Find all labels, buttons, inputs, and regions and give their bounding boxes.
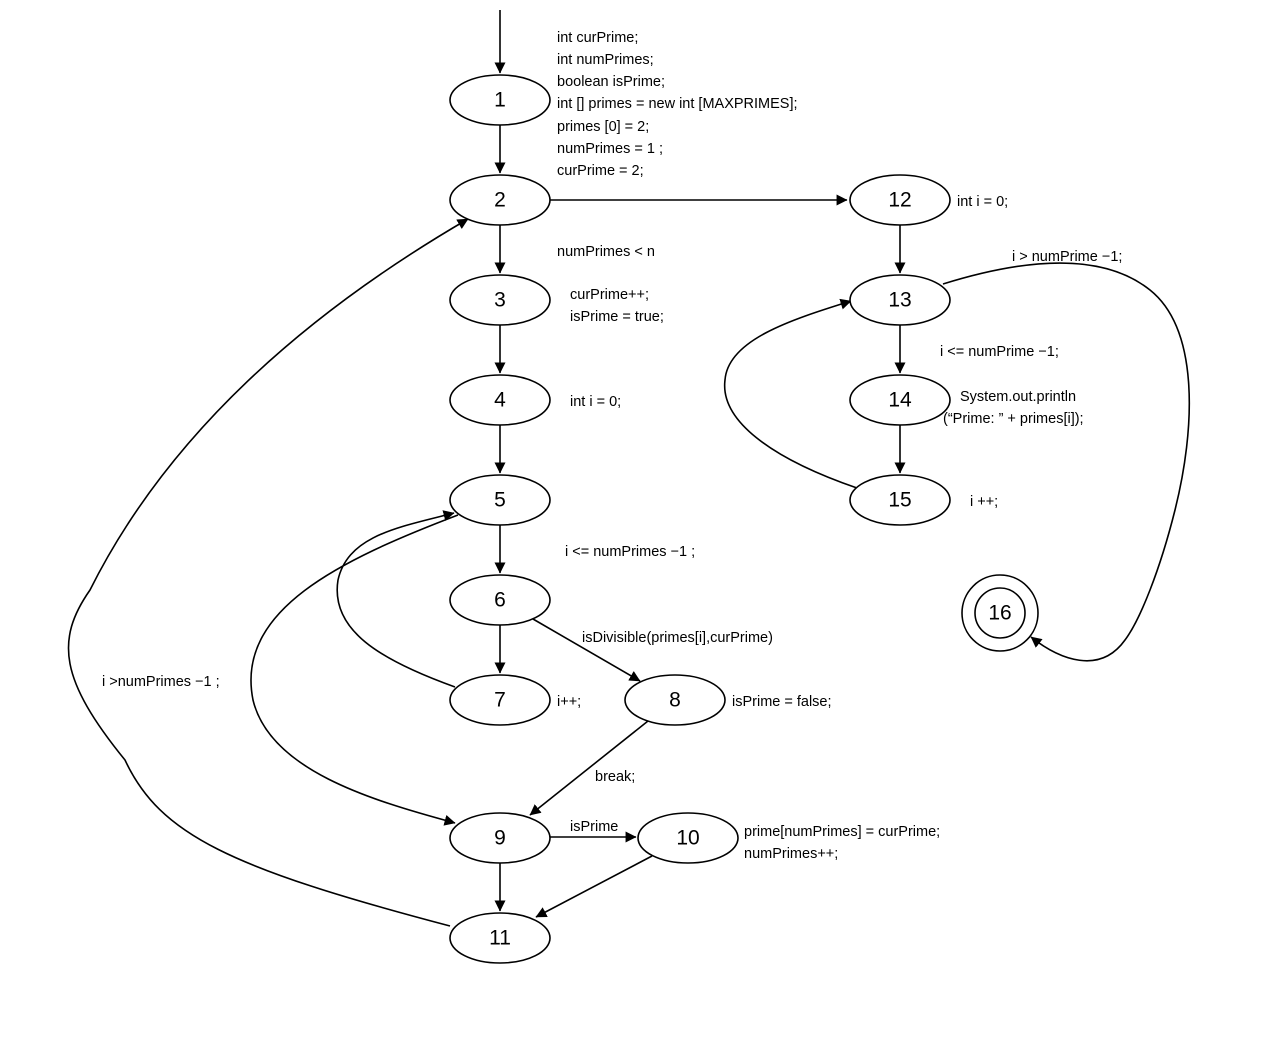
node-2-label: 2 [494, 189, 506, 212]
edges [67, 10, 1191, 927]
node-10: 10 [637, 812, 739, 864]
node-9-label: 9 [494, 827, 506, 850]
node-4: 4 [449, 374, 551, 426]
edge-label-2-3: numPrimes < n [557, 244, 655, 260]
code-n12-line1: int i = 0; [957, 194, 1008, 210]
node-3-label: 3 [494, 289, 506, 312]
code-n3-line2: isPrime = true; [570, 309, 664, 325]
code-n15-line1: i ++; [970, 494, 998, 510]
edge-label-9-10: isPrime [570, 819, 618, 835]
node-5-label: 5 [494, 489, 506, 512]
edge-label-6-8: isDivisible(primes[i],curPrime) [582, 630, 773, 646]
code-n14-line1: System.out.println [960, 389, 1076, 405]
edge-15-13 [723, 298, 858, 489]
code-annotations: int curPrime; int numPrimes; boolean isP… [557, 30, 1084, 862]
node-1: 1 [449, 74, 551, 126]
node-4-label: 4 [494, 389, 506, 412]
edge-8-9 [529, 720, 649, 816]
node-7: 7 [449, 674, 551, 726]
code-n1-line5: primes [0] = 2; [557, 119, 649, 135]
node-7-label: 7 [494, 689, 506, 712]
node-13: 13 [849, 274, 951, 326]
node-14: 14 [849, 374, 951, 426]
node-6: 6 [449, 574, 551, 626]
edge-label-11-2: i >numPrimes −1 ; [102, 674, 220, 690]
nodes: 1 2 3 4 5 6 7 8 9 10 11 12 13 14 15 16 [449, 74, 1039, 964]
code-n1-line3: boolean isPrime; [557, 74, 665, 90]
node-12: 12 [849, 174, 951, 226]
code-n10-line2: numPrimes++; [744, 846, 838, 862]
code-n7-line1: i++; [557, 694, 581, 710]
edge-labels: numPrimes < n i <= numPrimes −1 ; isDivi… [102, 244, 1122, 835]
code-n4-line1: int i = 0; [570, 394, 621, 410]
edge-10-11 [535, 855, 653, 918]
node-16-label: 16 [988, 602, 1011, 625]
code-n8-line1: isPrime = false; [732, 694, 832, 710]
node-11: 11 [449, 912, 551, 964]
edge-label-8-9: break; [595, 769, 635, 785]
node-3: 3 [449, 274, 551, 326]
edge-6-8 [532, 618, 641, 682]
node-13-label: 13 [888, 289, 911, 312]
edge-label-13-14: i <= numPrime −1; [940, 344, 1059, 360]
code-n1-line1: int curPrime; [557, 30, 638, 46]
node-6-label: 6 [494, 589, 506, 612]
edge-5-9 [250, 514, 459, 826]
code-n1-line2: int numPrimes; [557, 52, 654, 68]
code-n1-line4: int [] primes = new int [MAXPRIMES]; [557, 96, 798, 112]
node-2: 2 [449, 174, 551, 226]
code-n14-line2: (“Prime: ” + primes[i]); [943, 411, 1084, 427]
node-10-label: 10 [676, 827, 699, 850]
code-n1-line6: numPrimes = 1 ; [557, 141, 663, 157]
node-15-label: 15 [888, 489, 911, 512]
edge-label-5-6: i <= numPrimes −1 ; [565, 544, 695, 560]
code-n10-line1: prime[numPrimes] = curPrime; [744, 824, 940, 840]
node-11-label: 11 [489, 927, 511, 950]
code-n1-line7: curPrime = 2; [557, 163, 644, 179]
node-14-label: 14 [888, 389, 912, 412]
edge-11-2 [67, 218, 469, 927]
edge-13-16 [942, 262, 1191, 662]
node-8: 8 [624, 674, 726, 726]
node-1-label: 1 [494, 89, 506, 112]
node-16-final: 16 [961, 574, 1039, 652]
edge-label-13-16: i > numPrime −1; [1012, 249, 1122, 265]
node-15: 15 [849, 474, 951, 526]
edge-7-5 [336, 510, 456, 688]
code-n3-line1: curPrime++; [570, 287, 649, 303]
node-8-label: 8 [669, 689, 681, 712]
node-12-label: 12 [888, 189, 911, 212]
node-5: 5 [449, 474, 551, 526]
node-9: 9 [449, 812, 551, 864]
